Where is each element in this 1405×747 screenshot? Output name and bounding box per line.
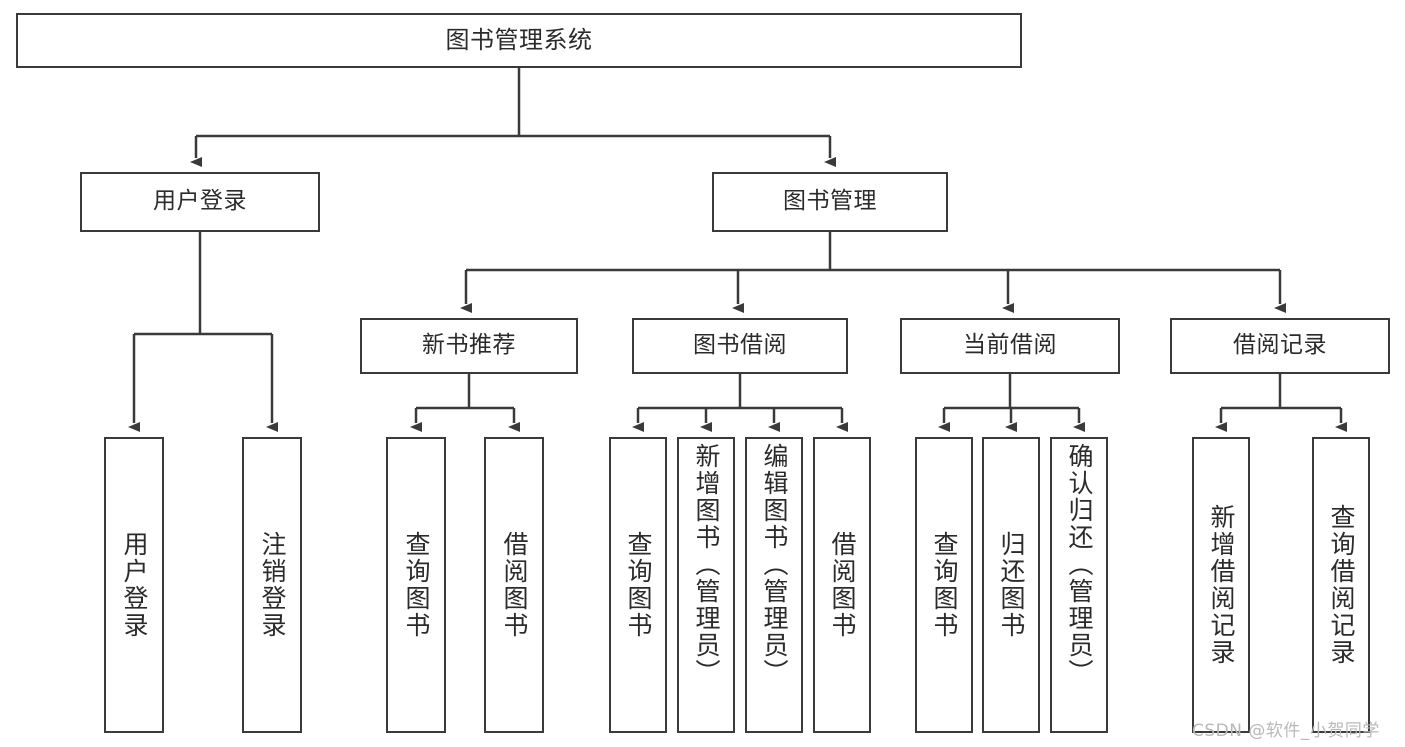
node-borrow-record[interactable]: 借阅记录 bbox=[1170, 318, 1390, 374]
node-leaf-return-book-label: 归还图书 bbox=[997, 531, 1026, 639]
node-current-borrow[interactable]: 当前借阅 bbox=[900, 318, 1120, 374]
node-leaf-query-book-2[interactable]: 查询图书 bbox=[609, 437, 667, 733]
node-leaf-add-record-label: 新增借阅记录 bbox=[1207, 504, 1236, 666]
node-root[interactable]: 图书管理系统 bbox=[16, 13, 1022, 68]
node-book-manage-label: 图书管理 bbox=[783, 188, 877, 215]
node-leaf-edit-book[interactable]: 编辑图书（管理员） bbox=[745, 437, 803, 733]
node-leaf-borrow-book-1-label: 借阅图书 bbox=[500, 531, 529, 639]
node-leaf-add-book[interactable]: 新增图书（管理员） bbox=[677, 437, 735, 733]
node-leaf-query-book-1-label: 查询图书 bbox=[402, 531, 431, 639]
node-new-book-rec-label: 新书推荐 bbox=[422, 332, 516, 359]
node-leaf-borrow-book-2-label: 借阅图书 bbox=[828, 531, 857, 639]
node-leaf-add-record[interactable]: 新增借阅记录 bbox=[1192, 437, 1250, 733]
node-leaf-query-book-1[interactable]: 查询图书 bbox=[386, 437, 446, 733]
node-leaf-query-book-3[interactable]: 查询图书 bbox=[915, 437, 973, 733]
node-book-borrow[interactable]: 图书借阅 bbox=[632, 318, 848, 374]
node-leaf-query-record[interactable]: 查询借阅记录 bbox=[1312, 437, 1370, 733]
csdn-watermark: CSDN @软件_小贺同学 bbox=[1192, 721, 1380, 741]
node-book-manage[interactable]: 图书管理 bbox=[712, 172, 948, 232]
node-leaf-user-login-label: 用户登录 bbox=[120, 531, 149, 639]
node-leaf-confirm-return-label: 确认归还（管理员） bbox=[1065, 443, 1094, 686]
node-leaf-borrow-book-2[interactable]: 借阅图书 bbox=[813, 437, 871, 733]
node-leaf-confirm-return[interactable]: 确认归还（管理员） bbox=[1050, 437, 1108, 733]
node-leaf-borrow-book-1[interactable]: 借阅图书 bbox=[484, 437, 544, 733]
node-root-label: 图书管理系统 bbox=[445, 26, 593, 55]
node-leaf-user-logout[interactable]: 注销登录 bbox=[242, 437, 302, 733]
node-leaf-query-record-label: 查询借阅记录 bbox=[1327, 504, 1356, 666]
node-leaf-edit-book-label: 编辑图书（管理员） bbox=[760, 443, 789, 686]
node-current-borrow-label: 当前借阅 bbox=[963, 332, 1057, 359]
node-new-book-rec[interactable]: 新书推荐 bbox=[360, 318, 578, 374]
node-leaf-user-logout-label: 注销登录 bbox=[258, 531, 287, 639]
node-leaf-query-book-3-label: 查询图书 bbox=[930, 531, 959, 639]
node-leaf-return-book[interactable]: 归还图书 bbox=[982, 437, 1040, 733]
node-book-borrow-label: 图书借阅 bbox=[693, 332, 787, 359]
node-borrow-record-label: 借阅记录 bbox=[1233, 332, 1327, 359]
node-user-login-label: 用户登录 bbox=[153, 188, 247, 215]
node-leaf-user-login[interactable]: 用户登录 bbox=[104, 437, 164, 733]
node-leaf-query-book-2-label: 查询图书 bbox=[624, 531, 653, 639]
node-leaf-add-book-label: 新增图书（管理员） bbox=[692, 443, 721, 686]
node-user-login[interactable]: 用户登录 bbox=[80, 172, 320, 232]
